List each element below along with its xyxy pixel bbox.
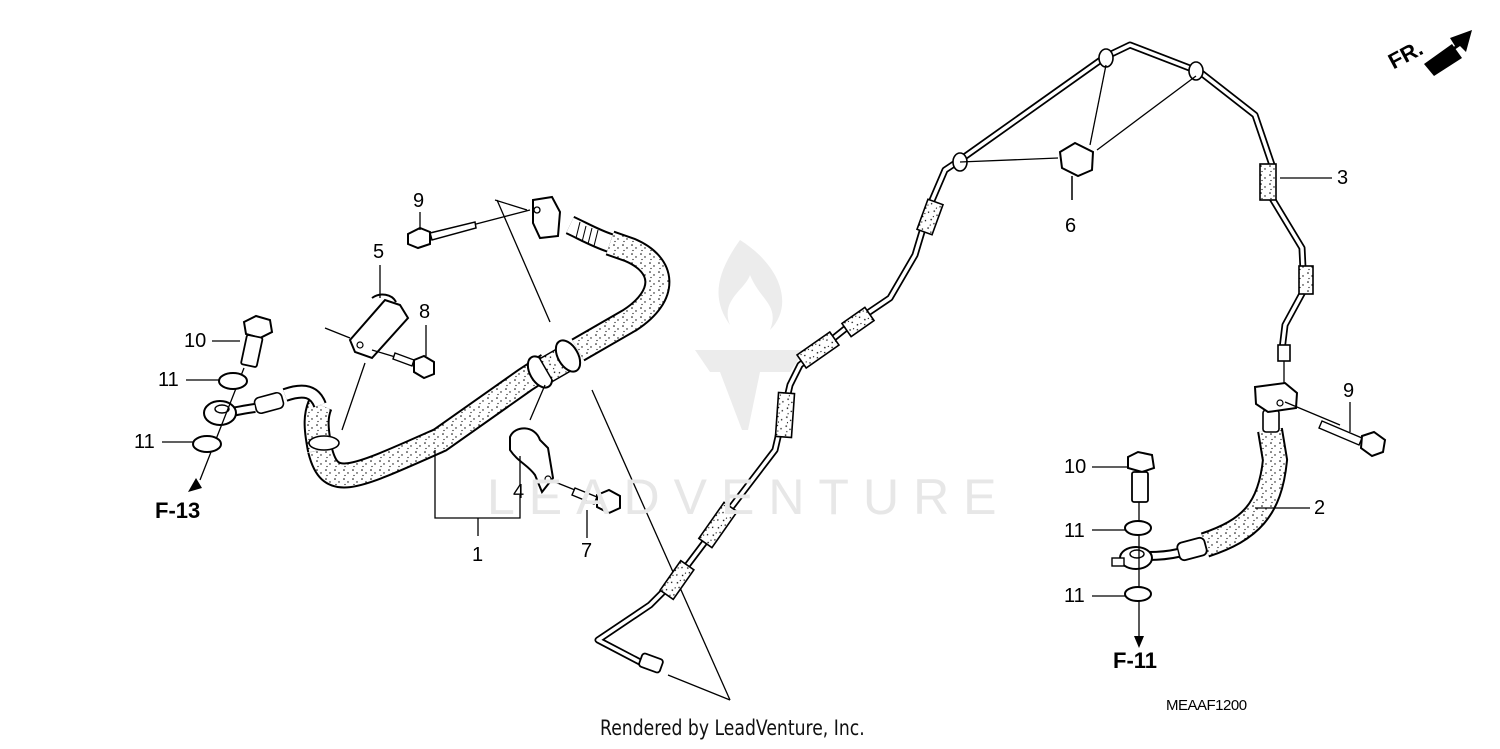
- callout-8[interactable]: 8: [419, 301, 431, 323]
- bolt-9-right-icon: [1284, 401, 1387, 458]
- oil-bolt-10-left-icon: [188, 314, 274, 492]
- front-direction-arrow-icon: [1424, 30, 1472, 76]
- brake-pipe-3: [594, 41, 1314, 674]
- footer-credit: Rendered by LeadVenture, Inc.: [600, 716, 865, 740]
- clamp-4-icon: [509, 384, 555, 494]
- clamp-5-icon: [324, 293, 410, 431]
- washer-11-left-lower-icon: [192, 435, 222, 453]
- callout-4[interactable]: 4: [513, 481, 525, 503]
- callout-11-left-lower[interactable]: 11: [134, 431, 155, 453]
- pipe-clip-6-icon: [959, 64, 1197, 200]
- callout-leader-lines: [162, 176, 1351, 597]
- reference-f13[interactable]: F-13: [155, 498, 201, 523]
- watermark-text: LEADVENTURE: [487, 469, 1011, 525]
- callout-10-left[interactable]: 10: [184, 330, 207, 352]
- callout-11-right-lower[interactable]: 11: [1064, 585, 1085, 607]
- hose-assembly-main: [203, 195, 671, 489]
- watermark-logo-icon: [695, 240, 805, 430]
- callout-7[interactable]: 7: [581, 540, 593, 562]
- callout-11-left-upper[interactable]: 11: [158, 369, 179, 391]
- callout-9-left[interactable]: 9: [413, 190, 425, 212]
- hose-2: [1111, 381, 1299, 570]
- reference-f11[interactable]: F-11: [1113, 648, 1158, 673]
- washer-11-right-lower-icon: [1124, 586, 1152, 602]
- callout-3[interactable]: 3: [1337, 167, 1349, 189]
- callout-2[interactable]: 2: [1314, 497, 1326, 519]
- callout-1[interactable]: 1: [472, 544, 484, 566]
- washer-11-left-upper-icon: [218, 372, 248, 390]
- bolt-7-icon: [549, 479, 621, 515]
- washer-11-right-upper-icon: [1124, 520, 1152, 536]
- bolt-9-left-icon: [407, 209, 531, 250]
- callout-5[interactable]: 5: [373, 241, 385, 263]
- callout-6[interactable]: 6: [1065, 215, 1077, 237]
- oil-bolt-10-right-icon: [1127, 450, 1156, 648]
- callout-10-right[interactable]: 10: [1064, 456, 1087, 478]
- callout-9-right[interactable]: 9: [1343, 380, 1355, 402]
- diagram-code: MEAAF1200: [1166, 697, 1247, 714]
- bolt-8-icon: [371, 349, 435, 380]
- callout-11-right-upper[interactable]: 11: [1064, 520, 1085, 542]
